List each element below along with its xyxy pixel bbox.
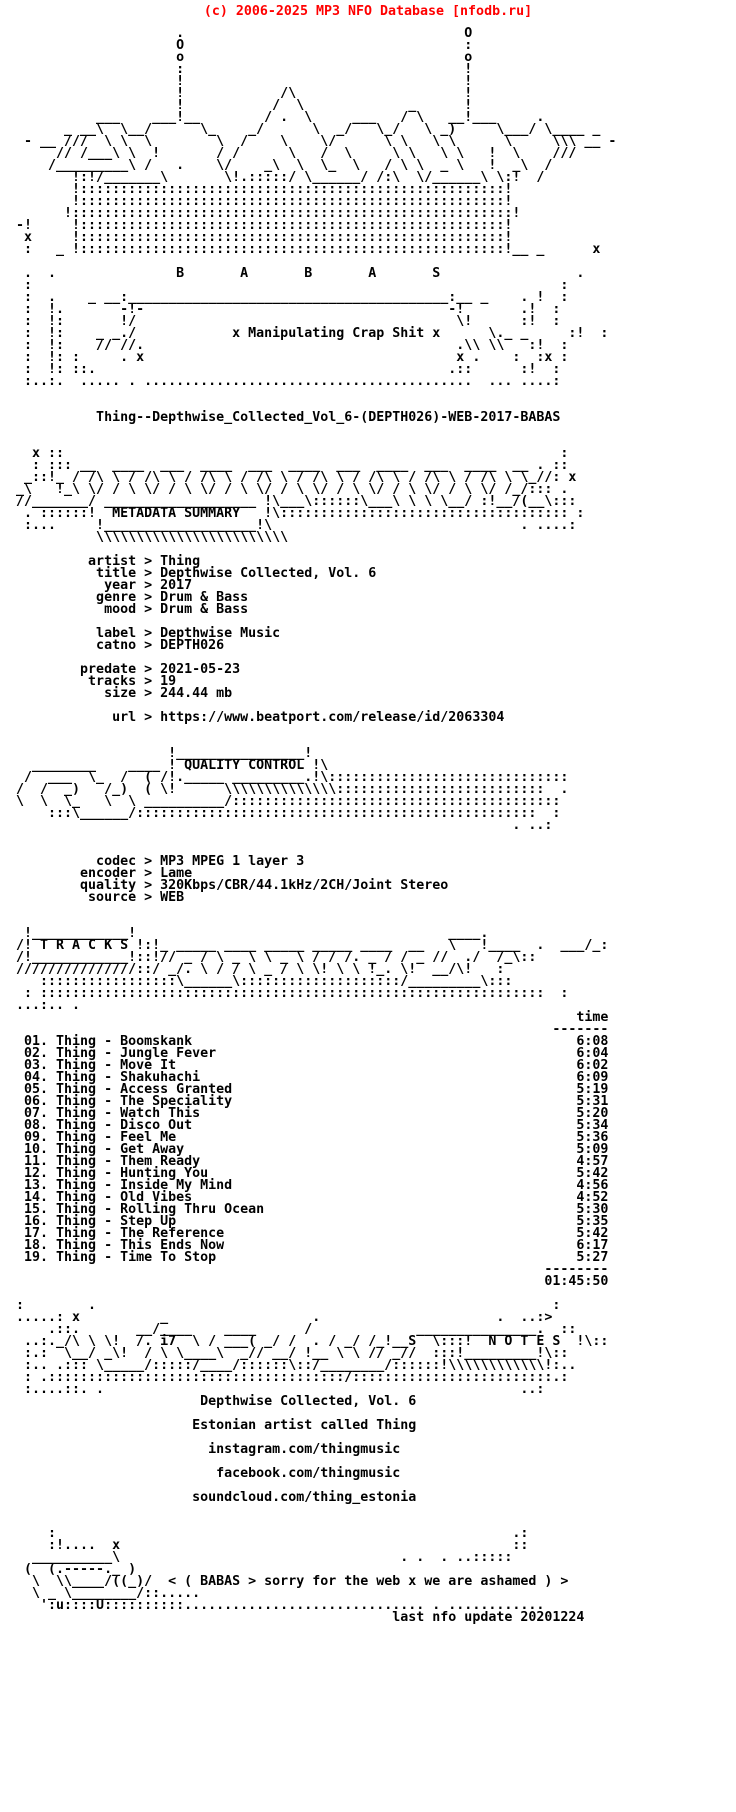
metadata-fields: artist > Thing title > Depthwise Collect… [80, 554, 505, 725]
footer-ascii-art: : .: :!.... x :: __________\ . . . ..:::… [24, 1526, 569, 1613]
quality-banner-art: !________________! ________ ____ ! QUALI… [16, 746, 569, 833]
tracks-banner-art: !____________! ____. /! T R A C K S !:!_… [16, 926, 609, 1013]
metadata-banner-art: x :: : : ::: __ ____ ___ ____ ___ ____ _… [16, 446, 585, 545]
release-name-line: Thing--Depthwise_Collected_Vol_6-(DEPTH0… [96, 410, 561, 425]
last-update-line: last nfo update 20201224 [8, 1610, 585, 1625]
notes-banner-art: : . : .....: x _ . . ..:> .::. __/____ _… [16, 1298, 609, 1397]
quality-fields: codec > MP3 MPEG 1 layer 3 encoder > Lam… [80, 854, 449, 905]
notes-text: Depthwise Collected, Vol. 6 Estonian art… [192, 1394, 417, 1505]
site-header: (c) 2006-2025 MP3 NFO Database [nfodb.ru… [203, 4, 533, 19]
group-ascii-logo: . O O : o o : [16, 26, 617, 389]
track-list: time ------- 01. Thing - Boomskank 6:08 … [24, 1010, 609, 1289]
